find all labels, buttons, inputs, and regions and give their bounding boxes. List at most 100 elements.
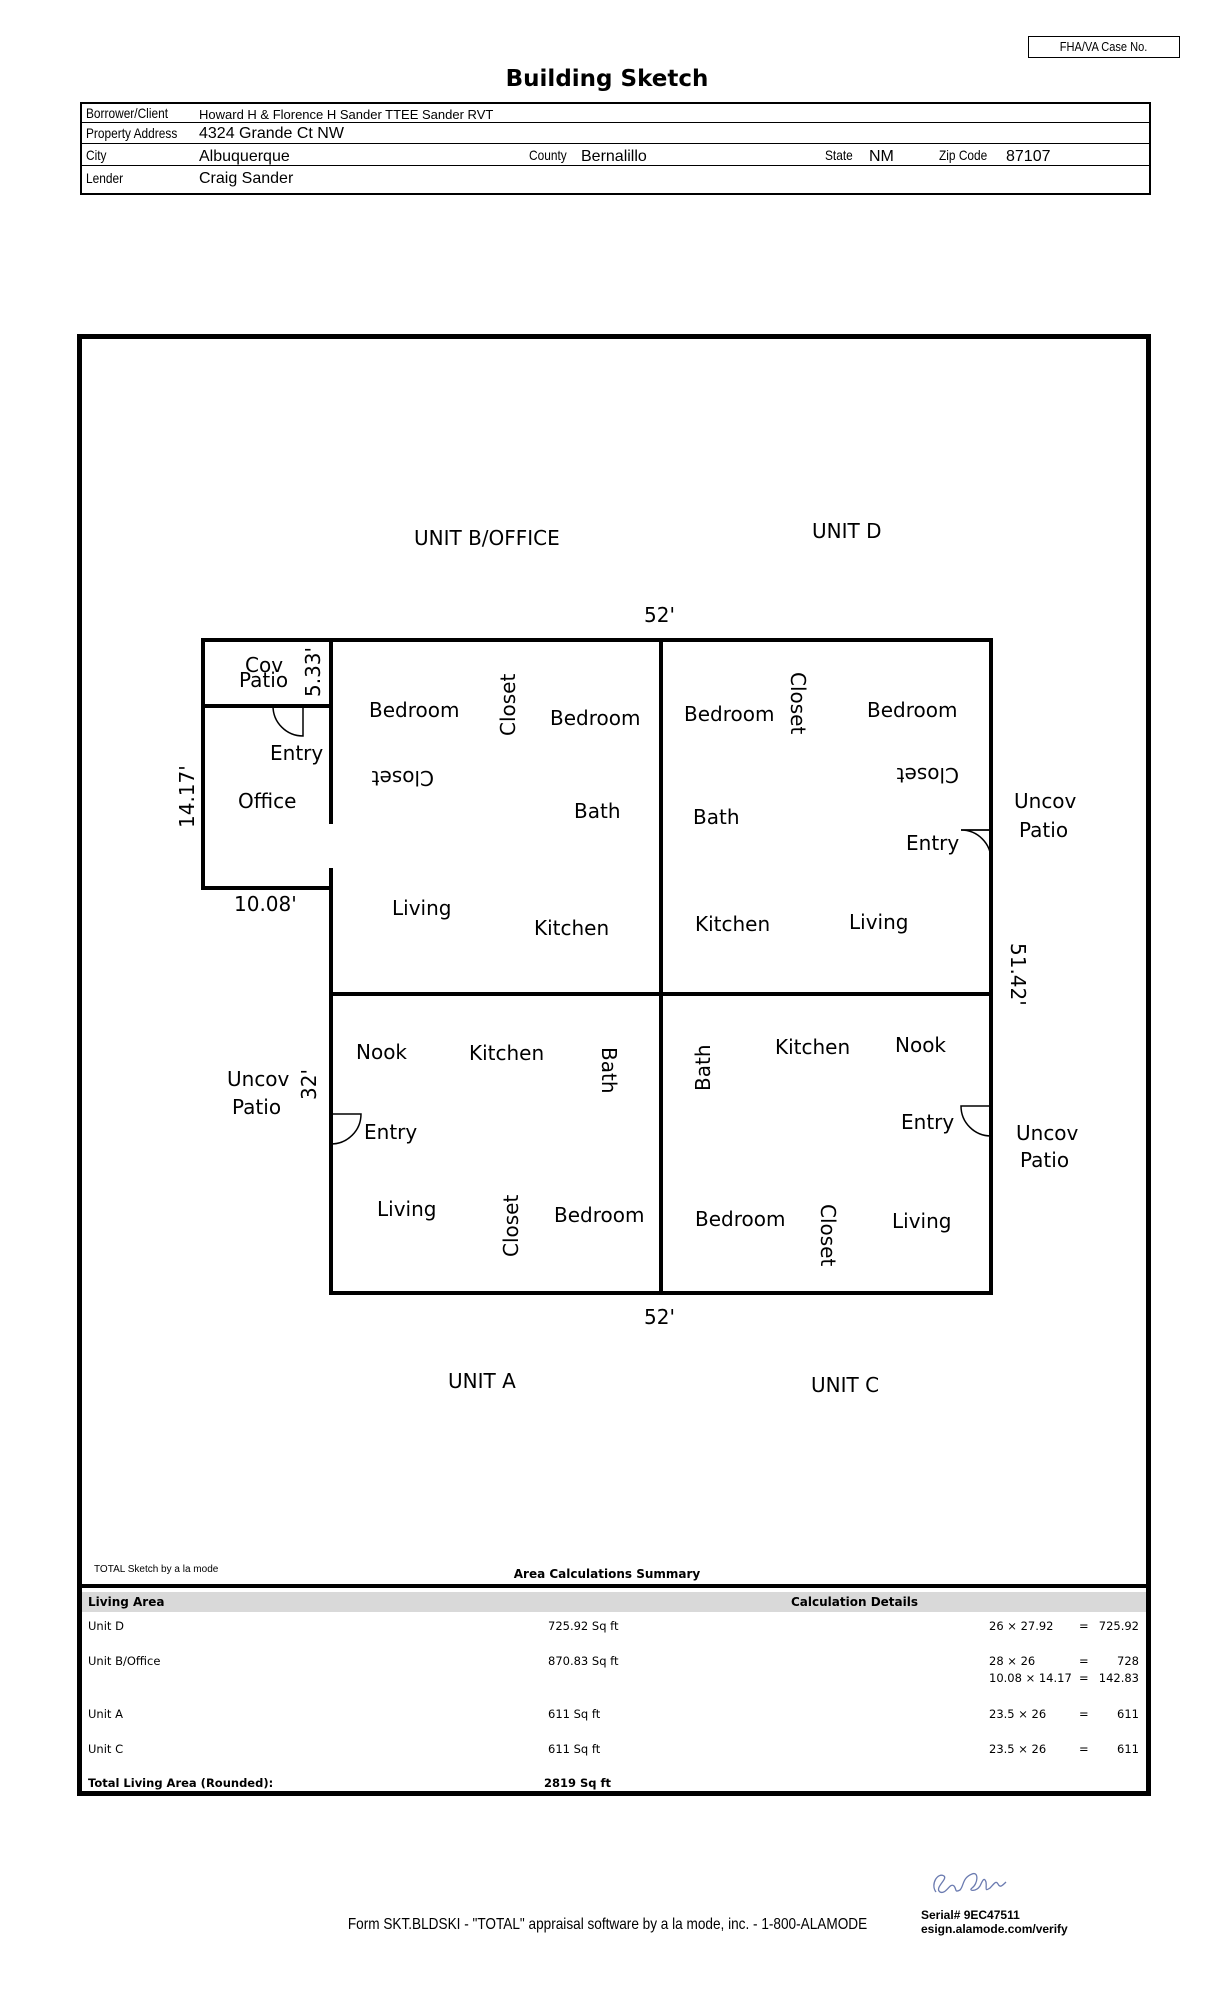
page-title: Building Sketch xyxy=(505,66,709,92)
address-row: Property Address 4324 Grande Ct NW xyxy=(82,123,1149,144)
sketch-credit: TOTAL Sketch by a la mode xyxy=(94,1564,219,1575)
county-value: Bernalillo xyxy=(581,148,647,165)
unit-c-label: UNIT C xyxy=(811,1373,879,1397)
dim-left-office: 14.17' xyxy=(175,765,199,828)
calc-equals: = xyxy=(1079,1742,1089,1756)
room-c-living: Living xyxy=(892,1209,951,1233)
room-c-bedroom: Bedroom xyxy=(695,1207,785,1231)
row-area: 725.92 Sq ft xyxy=(548,1619,619,1633)
lender-label: Lender xyxy=(86,170,124,186)
calc-formula: 28 × 26 xyxy=(989,1654,1036,1668)
calc-equals: = xyxy=(1079,1619,1089,1633)
living-area-heading: Living Area xyxy=(88,1595,165,1609)
room-b-kitchen: Kitchen xyxy=(534,916,609,940)
room-a-patio: Patio xyxy=(232,1095,281,1119)
room-a-entry: Entry xyxy=(364,1120,417,1144)
footer-text: Form SKT.BLDSKI - "TOTAL" appraisal soft… xyxy=(347,1916,867,1933)
unit-b-label: UNIT B/OFFICE xyxy=(414,526,560,550)
room-d-kitchen: Kitchen xyxy=(695,912,770,936)
lender-row: Lender Craig Sander xyxy=(82,166,1149,193)
dim-patio: 5.33' xyxy=(301,647,325,697)
address-label: Property Address xyxy=(86,125,178,141)
calc-equals: = xyxy=(1079,1654,1089,1668)
row-name: Unit B/Office xyxy=(88,1654,161,1668)
dim-office-width: 10.08' xyxy=(234,892,297,916)
room-d-entry: Entry xyxy=(906,831,959,855)
serial-block: Serial# 9EC47511 esign.alamode.com/verif… xyxy=(921,1908,1068,1936)
serial-number: Serial# 9EC47511 xyxy=(921,1908,1020,1922)
lender-value: Craig Sander xyxy=(199,170,294,187)
city-value: Albuquerque xyxy=(199,148,290,165)
room-a-living: Living xyxy=(377,1197,436,1221)
address-value: 4324 Grande Ct NW xyxy=(199,125,344,142)
row-name: Unit C xyxy=(88,1742,124,1756)
row-area: 611 Sq ft xyxy=(548,1742,601,1756)
room-a-bedroom: Bedroom xyxy=(554,1203,644,1227)
room-a-nook: Nook xyxy=(356,1040,407,1064)
room-d-closet-2: Closet xyxy=(897,763,959,787)
calc-result: 725.92 xyxy=(1098,1619,1139,1633)
room-b-cov: Cov xyxy=(245,653,283,677)
city-row: City Albuquerque County Bernalillo State… xyxy=(82,144,1149,166)
zip-value: 87107 xyxy=(1006,148,1051,165)
room-b-bath: Bath xyxy=(574,799,621,823)
room-c-bath: Bath xyxy=(691,1045,715,1092)
room-d-bath: Bath xyxy=(693,805,740,829)
calc-equals: = xyxy=(1079,1707,1089,1721)
room-d-patio: Patio xyxy=(1019,818,1068,842)
property-info-table: Borrower/Client Howard H & Florence H Sa… xyxy=(80,102,1151,195)
area-calculations-table: Living Area Calculation Details Unit D 7… xyxy=(82,1584,1146,1791)
dim-left-a: 32' xyxy=(297,1069,321,1100)
area-summary-title: Area Calculations Summary xyxy=(513,1567,701,1581)
sketch-frame xyxy=(77,334,1151,1796)
room-c-uncov: Uncov xyxy=(1016,1121,1079,1145)
row-area: 870.83 Sq ft xyxy=(548,1654,619,1668)
door-entry-a xyxy=(330,1113,362,1145)
verify-url: esign.alamode.com/verify xyxy=(921,1922,1068,1936)
room-d-uncov: Uncov xyxy=(1014,789,1077,813)
area-table-header: Living Area Calculation Details xyxy=(82,1592,1146,1612)
case-number-box: FHA/VA Case No. xyxy=(1028,36,1180,58)
room-c-patio: Patio xyxy=(1020,1148,1069,1172)
calc-result: 611 xyxy=(1117,1742,1139,1756)
row-name: Unit D xyxy=(88,1619,124,1633)
city-label: City xyxy=(86,147,107,163)
room-b-patio: Patio xyxy=(239,668,288,692)
door-entry-c xyxy=(960,1105,992,1137)
calculation-details-heading: Calculation Details xyxy=(791,1595,919,1609)
calc-equals: = xyxy=(1079,1671,1089,1685)
form-footer: Form SKT.BLDSKI - "TOTAL" appraisal soft… xyxy=(0,1916,1214,1934)
room-c-entry: Entry xyxy=(901,1110,954,1134)
room-a-uncov: Uncov xyxy=(227,1067,290,1091)
room-a-bath: Bath xyxy=(597,1047,621,1094)
room-d-bedroom-2: Bedroom xyxy=(867,698,957,722)
dim-bottom: 52' xyxy=(644,1305,675,1329)
unit-d-label: UNIT D xyxy=(812,519,881,543)
calc-result: 142.83 xyxy=(1098,1671,1139,1685)
room-a-closet: Closet xyxy=(499,1195,523,1257)
dim-right: 51.42' xyxy=(1006,943,1030,1006)
room-b-entry: Entry xyxy=(270,741,323,765)
door-entry-d xyxy=(960,829,992,861)
borrower-label: Borrower/Client xyxy=(86,105,169,121)
calc-result: 611 xyxy=(1117,1707,1139,1721)
case-number-label: FHA/VA Case No. xyxy=(1060,39,1148,54)
room-c-nook: Nook xyxy=(895,1033,946,1057)
total-label: Total Living Area (Rounded): xyxy=(88,1776,274,1790)
room-b-office: Office xyxy=(238,789,296,813)
room-d-closet-1: Closet xyxy=(786,672,810,734)
room-d-bedroom-1: Bedroom xyxy=(684,702,774,726)
calc-formula: 10.08 × 14.17 xyxy=(989,1671,1072,1685)
room-b-closet-2: Closet xyxy=(372,766,434,790)
room-a-kitchen: Kitchen xyxy=(469,1041,544,1065)
dim-top: 52' xyxy=(644,603,675,627)
room-d-living: Living xyxy=(849,910,908,934)
calc-formula: 26 × 27.92 xyxy=(989,1619,1054,1633)
unit-a-label: UNIT A xyxy=(448,1369,516,1393)
state-label: State xyxy=(825,147,853,163)
room-c-kitchen: Kitchen xyxy=(775,1035,850,1059)
room-c-closet: Closet xyxy=(816,1204,840,1266)
office-outline xyxy=(201,638,331,890)
calc-result: 728 xyxy=(1117,1654,1139,1668)
